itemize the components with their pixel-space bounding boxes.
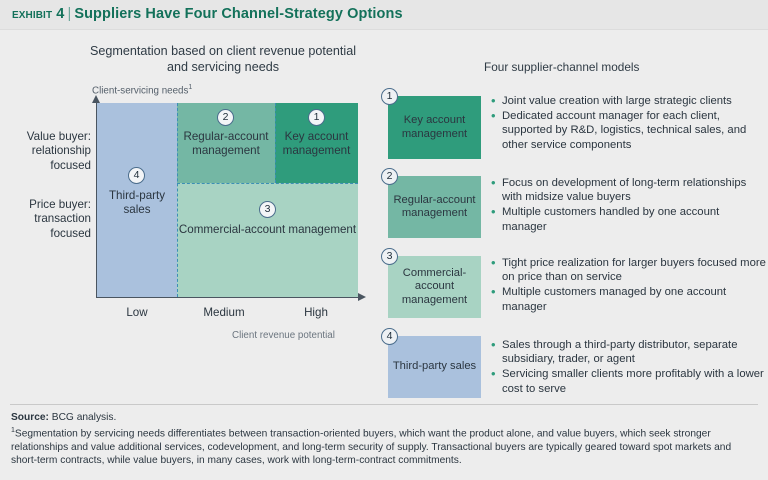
models-heading: Four supplier-channel models bbox=[484, 60, 640, 74]
model-box-1[interactable]: Key account management bbox=[388, 96, 481, 159]
exhibit-label: Exhibit 4 bbox=[12, 6, 65, 22]
x-axis-arrow-icon bbox=[358, 293, 366, 301]
list-item: Multiple customers managed by one accoun… bbox=[491, 284, 766, 313]
quadrant-label-1: Key account management bbox=[282, 130, 351, 158]
footnote: 1Segmentation by servicing needs differe… bbox=[11, 426, 759, 468]
title-divider: | bbox=[67, 6, 72, 22]
model-box-3[interactable]: Commercial-account management bbox=[388, 256, 481, 318]
y-axis-line bbox=[96, 98, 97, 298]
x-tick-high: High bbox=[304, 306, 328, 319]
x-tick-low: Low bbox=[126, 306, 148, 319]
list-item: Focus on development of long-term relati… bbox=[491, 175, 766, 204]
y-axis-caption-text: Client-servicing needs bbox=[92, 85, 189, 97]
exhibit-title-text: Suppliers Have Four Channel-Strategy Opt… bbox=[74, 6, 403, 22]
model-badge-3: 3 bbox=[381, 248, 398, 265]
model-bullets-1: Joint value creation with large strategi… bbox=[491, 93, 766, 153]
y-category-value-buyer: Value buyer: relationship focused bbox=[26, 130, 91, 172]
quadrant-badge-1: 1 bbox=[308, 109, 325, 126]
divider-horizontal bbox=[177, 183, 358, 184]
model-bullets-2: Focus on development of long-term relati… bbox=[491, 175, 766, 235]
quadrant-badge-4: 4 bbox=[128, 167, 145, 184]
model-box-4[interactable]: Third-party sales bbox=[388, 336, 481, 398]
list-item: Multiple customers handled by one accoun… bbox=[491, 204, 766, 233]
list-item: Joint value creation with large strategi… bbox=[491, 93, 766, 110]
quadrant-commercial-account-management[interactable]: 3 Commercial-account management bbox=[177, 183, 358, 297]
quadrant-third-party-sales[interactable]: 4 Third-party sales bbox=[97, 103, 177, 297]
model-box-2[interactable]: Regular-account management bbox=[388, 176, 481, 238]
page-title: Exhibit 4|Suppliers Have Four Channel-St… bbox=[12, 6, 403, 22]
segmentation-matrix: 4 Third-party sales 2 Regular-account ma… bbox=[97, 103, 358, 297]
list-item: Sales through a third-party distributor,… bbox=[491, 337, 766, 366]
divider-vertical-high bbox=[275, 103, 276, 183]
model-badge-4: 4 bbox=[381, 328, 398, 345]
footer-divider bbox=[10, 404, 758, 405]
y-axis-caption: Client-servicing needs1 bbox=[92, 84, 192, 96]
quadrant-badge-2: 2 bbox=[217, 109, 234, 126]
source-line: Source: BCG analysis. bbox=[11, 412, 116, 423]
x-axis-line bbox=[96, 297, 361, 298]
list-item: Tight price realization for larger buyer… bbox=[491, 255, 766, 284]
footnote-marker: 1 bbox=[11, 427, 15, 434]
quadrant-key-account-management[interactable]: 1 Key account management bbox=[275, 103, 358, 183]
x-axis-caption: Client revenue potential bbox=[232, 330, 335, 341]
quadrant-regular-account-management[interactable]: 2 Regular-account management bbox=[177, 103, 275, 183]
quadrant-badge-3: 3 bbox=[259, 201, 276, 218]
model-badge-1: 1 bbox=[381, 88, 398, 105]
quadrant-label-4: Third-party sales bbox=[108, 189, 166, 217]
quadrant-label-3: Commercial-account management bbox=[178, 223, 357, 236]
model-badge-2: 2 bbox=[381, 168, 398, 185]
source-label: Source: bbox=[11, 412, 49, 423]
divider-vertical-low bbox=[177, 103, 178, 297]
exhibit-header: Exhibit 4|Suppliers Have Four Channel-St… bbox=[0, 0, 768, 30]
matrix-heading: Segmentation based on client revenue pot… bbox=[89, 44, 357, 74]
x-tick-medium: Medium bbox=[203, 306, 245, 319]
y-category-price-buyer: Price buyer: transaction focused bbox=[29, 198, 91, 240]
model-bullets-4: Sales through a third-party distributor,… bbox=[491, 337, 766, 397]
y-axis-footnote-marker: 1 bbox=[188, 84, 193, 91]
footnote-text: Segmentation by servicing needs differen… bbox=[11, 428, 732, 467]
quadrant-label-2: Regular-account management bbox=[183, 130, 269, 158]
list-item: Dedicated account manager for each clien… bbox=[491, 108, 766, 152]
model-bullets-3: Tight price realization for larger buyer… bbox=[491, 255, 766, 315]
source-value: BCG analysis. bbox=[51, 412, 117, 423]
list-item: Servicing smaller clients more profitabl… bbox=[491, 366, 766, 395]
